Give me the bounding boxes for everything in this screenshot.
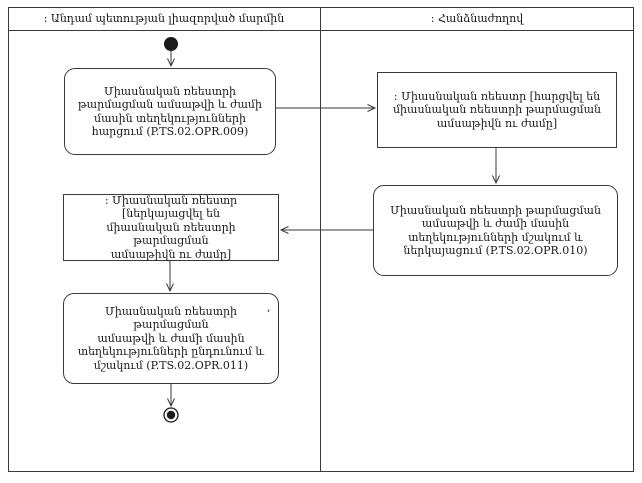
object-node-register-queried: : Միասնական ռեեստր [հարցվել են միասնական… [377, 72, 617, 148]
activity-node-label: Միասնական ռեեստրի թարմացման ամսաթվի և ժա… [77, 84, 262, 139]
object-node-register-presented: : Միասնական ռեեստր [ներկայացվել են միասն… [63, 194, 279, 261]
activity-node-opr-010: Միասնական ռեեստրի թարմացման ամսաթվի և ժա… [373, 185, 618, 276]
object-node-label: : Միասնական ռեեստր [ներկայացվել են միասն… [104, 193, 238, 261]
object-node-label: : Միասնական ռեեստր [հարցվել են միասնական… [392, 89, 602, 130]
activity-node-label: Միասնական ռեեստրի թարմացման ամսաթվի և ժա… [77, 304, 265, 372]
diagram-border [8, 7, 634, 472]
activity-node-opr-009: Միասնական ռեեստրի թարմացման ամսաթվի և ժա… [64, 68, 276, 155]
stray-comma-mark: , [267, 301, 271, 314]
swimlane-divider [320, 7, 321, 472]
swimlane-header-commission: : Հանձնաժողով [320, 7, 634, 31]
swimlane-header-authorized-body: : Անդամ պետության լիազորված մարմին [8, 7, 320, 31]
activity-node-label: Միասնական ռեեստրի թարմացման ամսաթվի և ժա… [390, 203, 601, 258]
swimlane-label: : Անդամ պետության լիազորված մարմին [43, 12, 285, 25]
swimlane-label: : Հանձնաժողով [430, 12, 524, 25]
activity-node-opr-011: Միասնական ռեեստրի թարմացման ամսաթվի և ժա… [63, 293, 279, 384]
